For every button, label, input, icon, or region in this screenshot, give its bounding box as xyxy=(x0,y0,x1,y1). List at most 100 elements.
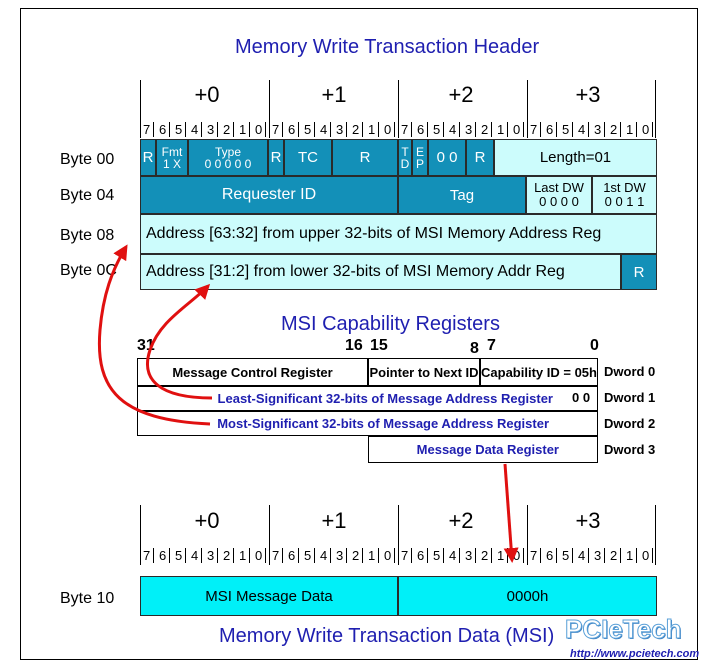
byte0c-r: R xyxy=(621,254,657,290)
bit-label: 4 xyxy=(449,548,461,563)
bit-label: 3 xyxy=(336,548,348,563)
bit-label: 2 xyxy=(610,122,622,137)
msi-bit-7: 7 xyxy=(487,337,496,354)
bit-label: 0 xyxy=(642,548,654,563)
last-dw-field: Last DW 0 0 0 0 xyxy=(526,176,592,214)
last-dw-value: 0 0 0 0 xyxy=(539,194,579,209)
bit-label: 6 xyxy=(288,548,300,563)
bit-label: 2 xyxy=(481,122,493,137)
type-value: 0 0 0 0 0 xyxy=(204,156,252,171)
bit-label: 5 xyxy=(175,548,187,563)
bit-label: 3 xyxy=(594,122,606,137)
bit-label: 5 xyxy=(562,122,574,137)
bit-label: 0 xyxy=(384,548,396,563)
bit-label: 4 xyxy=(191,122,203,137)
bit-label: 2 xyxy=(352,122,364,137)
bit-label: 7 xyxy=(272,122,284,137)
byte-divider xyxy=(527,80,528,138)
bit-label: 6 xyxy=(546,122,558,137)
tc-field: TC xyxy=(284,139,332,176)
bit-label: 6 xyxy=(417,548,429,563)
byte-divider xyxy=(398,505,399,565)
byte00-r4: R xyxy=(466,139,494,176)
bit-label: 0 xyxy=(255,548,267,563)
bit-label: 0 xyxy=(255,122,267,137)
bit-label: 0 xyxy=(513,548,525,563)
first-dw-label: 1st DW xyxy=(603,180,646,195)
bottom-offset-2: +2 xyxy=(448,508,474,533)
byte00-r1: R xyxy=(140,139,156,176)
dword-2-label: Dword 2 xyxy=(604,416,656,431)
fmt-field: Fmt 1 X xyxy=(156,139,188,176)
bit-label: 5 xyxy=(562,548,574,563)
row-byte00: Byte 00 xyxy=(60,151,115,168)
bit-label: 3 xyxy=(465,122,477,137)
pcietech-logo: PCIeTech xyxy=(565,614,683,645)
byte00-r2: R xyxy=(268,139,284,176)
lsb-address-register: Least-Significant 32-bits of Message Add… xyxy=(137,386,598,411)
offset-0: +0 xyxy=(194,82,220,107)
td-field: T D xyxy=(398,139,412,176)
bit-label: 3 xyxy=(465,548,477,563)
diagram-frame xyxy=(20,8,698,660)
msi-title: MSI Capability Registers xyxy=(281,313,500,335)
byte-divider xyxy=(269,505,270,565)
last-dw-label: Last DW xyxy=(534,180,584,195)
msi-bit-16: 16 xyxy=(345,337,363,354)
byte-divider xyxy=(140,505,141,565)
bit-label: 7 xyxy=(401,122,413,137)
bit-label: 4 xyxy=(449,122,461,137)
next-pointer-register: Pointer to Next ID xyxy=(368,358,480,386)
msi-bit-31: 31 xyxy=(137,337,155,354)
bit-label: 1 xyxy=(497,548,509,563)
bit-label: 3 xyxy=(207,122,219,137)
bit-label: 5 xyxy=(304,548,316,563)
msg-data-register: Message Data Register xyxy=(368,436,598,463)
bit-label: 0 xyxy=(513,122,525,137)
bit-label: 2 xyxy=(352,548,364,563)
bottom-offset-0: +0 xyxy=(194,508,220,533)
first-dw-value: 0 0 1 1 xyxy=(604,194,645,209)
bit-label: 3 xyxy=(594,548,606,563)
row-byte04: Byte 04 xyxy=(60,187,115,204)
byte-divider xyxy=(527,505,528,565)
bit-label: 6 xyxy=(159,122,171,137)
bit-label: 4 xyxy=(578,122,590,137)
bit-label: 5 xyxy=(304,122,316,137)
bit-label: 2 xyxy=(223,548,235,563)
first-dw-field: 1st DW 0 0 1 1 xyxy=(592,176,657,214)
msi-bit-15: 15 xyxy=(370,337,388,354)
bit-label: 5 xyxy=(433,548,445,563)
bit-label: 7 xyxy=(530,548,542,563)
bottom-offset-3: +3 xyxy=(575,508,601,533)
offset-2: +2 xyxy=(448,82,474,107)
byte-divider xyxy=(655,80,656,138)
msi-message-data-field: MSI Message Data xyxy=(140,576,398,616)
bit-label: 4 xyxy=(191,548,203,563)
offset-3: +3 xyxy=(575,82,601,107)
row-byte08: Byte 08 xyxy=(60,227,115,244)
offset-1: +1 xyxy=(321,82,347,107)
bit-label: 7 xyxy=(272,548,284,563)
row-byte10: Byte 10 xyxy=(60,590,115,607)
bit-label: 1 xyxy=(239,548,251,563)
dword-3-label: Dword 3 xyxy=(604,442,656,457)
bit-label: 7 xyxy=(143,122,155,137)
pcietech-url: http://www.pcietech.com xyxy=(570,648,700,660)
requester-id-field: Requester ID xyxy=(140,176,398,214)
bit-label: 6 xyxy=(417,122,429,137)
bit-label: 4 xyxy=(320,122,332,137)
bit-label: 6 xyxy=(159,548,171,563)
dword-0-label: Dword 0 xyxy=(604,364,656,379)
bit-label: 6 xyxy=(546,548,558,563)
tag-field: Tag xyxy=(398,176,526,214)
bit-label: 5 xyxy=(175,122,187,137)
bottom-offset-1: +1 xyxy=(321,508,347,533)
type-field: Type 0 0 0 0 0 xyxy=(188,139,268,176)
data-title: Memory Write Transaction Data (MSI) xyxy=(219,625,555,647)
bit-label: 0 xyxy=(384,122,396,137)
type-label: Type xyxy=(214,144,241,159)
row-byte0c: Byte 0C xyxy=(60,262,117,279)
zero-data-field: 0000h xyxy=(398,576,657,616)
length-field: Length=01 xyxy=(494,139,657,176)
